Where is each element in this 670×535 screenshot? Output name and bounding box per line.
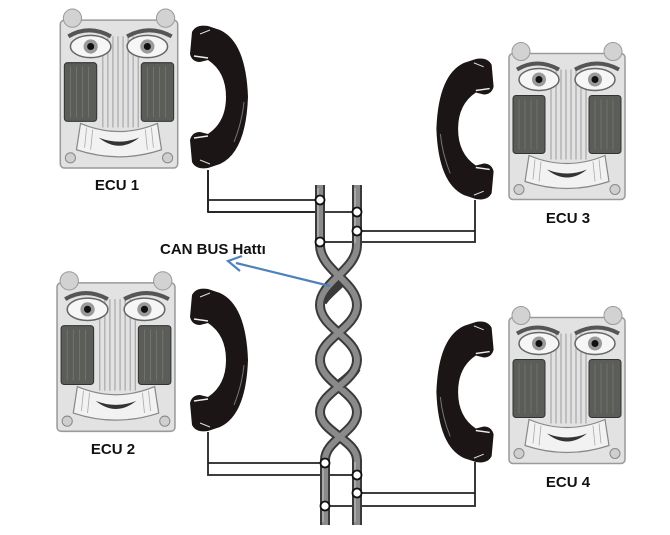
node-wires [207,170,476,507]
tap-ecu3-low [314,236,326,248]
can-bus-annotation: CAN BUS Hattı [160,241,331,288]
ecu-face-icon [509,43,625,200]
arrow-line [235,261,331,288]
tap-ecu4-high [351,487,363,499]
arrow-head-icon [225,254,243,272]
tap-ecu2-low [351,469,363,481]
wire-ecu3-low [320,200,476,243]
tap-ecu1-low [351,206,363,218]
ecu-label: ECU 2 [91,441,135,458]
can-bus-cable [314,185,363,525]
ecu-node-3: ECU 3 [435,43,625,227]
bus-taps [314,194,363,512]
ecu-label: ECU 4 [546,474,591,491]
wire-ecu1-high [207,170,320,213]
ecu-label: ECU 3 [546,210,590,227]
tap-ecu1-high [314,194,326,206]
ecu-node-2: ECU 2 [57,272,249,458]
ecu-node-4: ECU 4 [435,307,625,491]
can-bus-label: CAN BUS Hattı [160,241,266,258]
tap-ecu4-low [319,500,331,512]
ecu-node-1: ECU 1 [60,9,249,194]
telephone-handset-icon [189,287,249,433]
tap-ecu3-high [351,225,363,237]
ecu-face-icon [60,9,177,168]
ecu-face-icon [57,272,175,432]
bus-wire-can-low [316,185,361,525]
wire-ecu4-low [325,462,476,507]
bus-wire-can-high [316,185,361,525]
tap-ecu2-high [319,457,331,469]
ecu-label: ECU 1 [95,177,139,194]
telephone-handset-icon [435,320,495,464]
ecu-face-icon [509,307,625,464]
wire-ecu2-low [207,432,357,476]
telephone-handset-icon [189,24,249,170]
telephone-handset-icon [435,57,495,201]
